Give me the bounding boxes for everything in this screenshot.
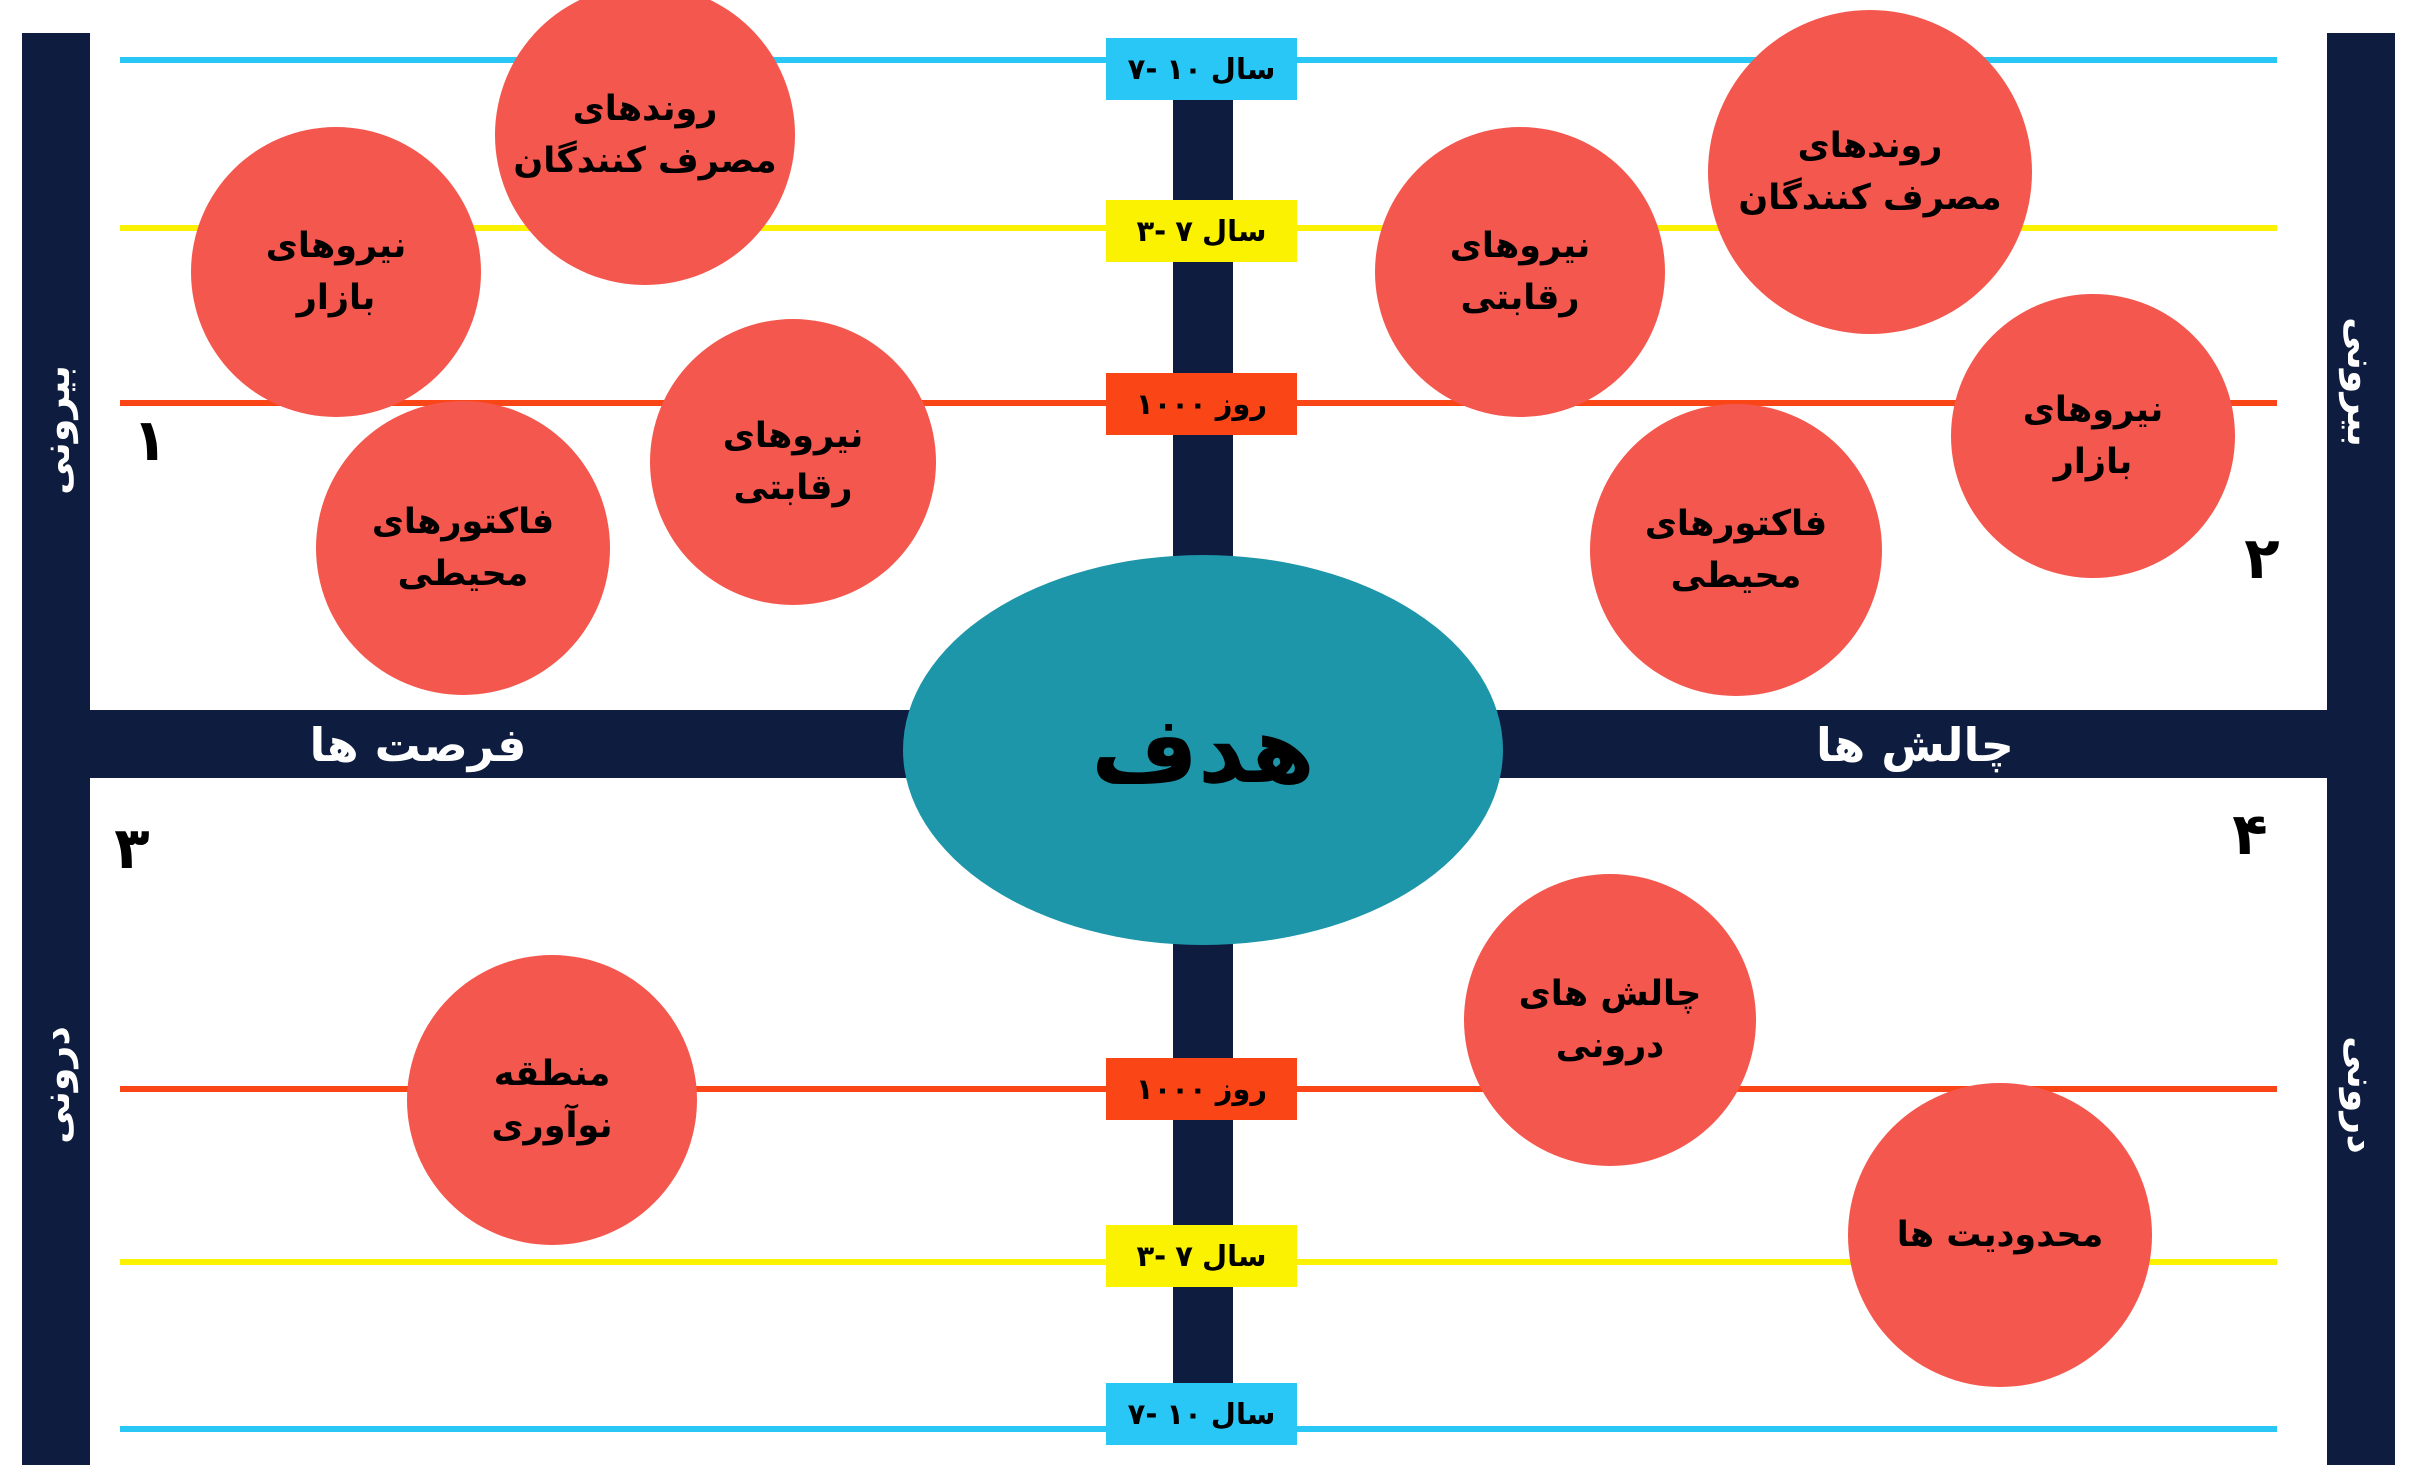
circle-market-forces-q1: نیروهای بازار xyxy=(191,127,481,417)
quadrant-number-4: ۴ xyxy=(2232,800,2268,868)
circle-label-line: رقابتی xyxy=(1460,278,1580,318)
circle-label-line: مصرف کنندگان xyxy=(1738,178,2002,218)
time-label-segment: ۱۰۰۰ xyxy=(1135,1072,1207,1106)
circle-environmental-factors-q2: فاکتورهای محیطی xyxy=(1590,404,1882,696)
circle-label-line: چالش های xyxy=(1518,973,1702,1014)
quadrant-number-2: ۲ xyxy=(2244,524,2280,592)
circle-label-line: محیطی xyxy=(1670,556,1802,596)
circle-market-forces-q2: نیروهای بازار xyxy=(1951,294,2235,578)
sidebar-right xyxy=(2327,33,2395,1465)
sidebar-left xyxy=(22,33,90,1465)
time-label-segment: سال xyxy=(1210,1397,1276,1431)
quadrant-number-1: ۱ xyxy=(132,406,168,474)
time-label-segment: ۳- xyxy=(1136,1239,1167,1273)
circle-label-line: نیروهای xyxy=(722,415,864,456)
time-label-segment: ۱۰ xyxy=(1166,1397,1202,1431)
time-label-segment: روز xyxy=(1215,387,1268,421)
circle-label-line: محدودیت ها xyxy=(1896,1214,2104,1255)
circle-label-line: نیروهای xyxy=(265,225,407,266)
circle-label-line: فاکتورهای xyxy=(1644,503,1828,544)
circle-label-line: رقابتی xyxy=(733,468,853,508)
sidebar-label-external-left: بیرونی xyxy=(34,365,78,495)
time-label-segment: روز xyxy=(1215,1072,1268,1106)
circle-label-line: نوآوری xyxy=(491,1106,613,1146)
circle-label-line: نیروهای xyxy=(2022,389,2164,430)
opportunities-label: فرصت ها xyxy=(309,718,527,772)
circle-label-line: روندهای xyxy=(1797,125,1943,166)
time-label-segment: ۳- xyxy=(1136,214,1167,248)
time-label-segment: سال xyxy=(1210,52,1276,86)
circle-label-line: بازار xyxy=(2053,442,2133,482)
circle-label-line: محیطی xyxy=(397,554,529,594)
sidebar-label-internal-left: درونی xyxy=(34,1026,78,1144)
circle-competitive-forces-q2: نیروهای رقابتی xyxy=(1375,127,1665,417)
circle-competitive-forces-q1: نیروهای رقابتی xyxy=(650,319,936,605)
circle-consumer-trends-q1: روندهای مصرف کنندگان xyxy=(495,0,795,285)
circle-label-line: فاکتورهای xyxy=(371,501,555,542)
sidebar-label-external-right: بیرونی xyxy=(2339,317,2383,447)
circle-label-line: بازار xyxy=(296,278,376,318)
challenges-label: چالش ها xyxy=(1816,718,2014,772)
time-label-segment: ۷- xyxy=(1127,1397,1158,1431)
time-label-segment: سال xyxy=(1201,214,1267,248)
time-label-segment: ۷- xyxy=(1127,52,1158,86)
circle-label-line: روندهای xyxy=(572,88,718,129)
time-label-segment: ۱۰۰۰ xyxy=(1135,387,1207,421)
time-label-segment: ۱۰ xyxy=(1166,52,1202,86)
goal-label: هدف xyxy=(1091,696,1315,804)
circle-label-line: نیروهای xyxy=(1449,225,1591,266)
sidebar-label-internal-right: درونی xyxy=(2339,1036,2383,1154)
time-label-segment: ۷ xyxy=(1175,1239,1193,1273)
circle-label-line: منطقه xyxy=(493,1053,611,1094)
circle-environmental-factors-q1: فاکتورهای محیطی xyxy=(316,401,610,695)
circle-internal-challenges-q4: چالش های درونی xyxy=(1464,874,1756,1166)
time-label-segment: سال xyxy=(1201,1239,1267,1273)
circle-limitations-q4: محدودیت ها xyxy=(1848,1083,2152,1387)
goal-ellipse: هدف xyxy=(903,555,1503,945)
circle-label-line: مصرف کنندگان xyxy=(513,141,777,181)
circle-consumer-trends-q2: روندهای مصرف کنندگان xyxy=(1708,10,2032,334)
circle-label-line: درونی xyxy=(1555,1026,1665,1066)
time-label-segment: ۷ xyxy=(1175,214,1193,248)
quadrant-number-3: ۳ xyxy=(114,814,150,882)
circle-innovation-zone-q3: منطقه نوآوری xyxy=(407,955,697,1245)
